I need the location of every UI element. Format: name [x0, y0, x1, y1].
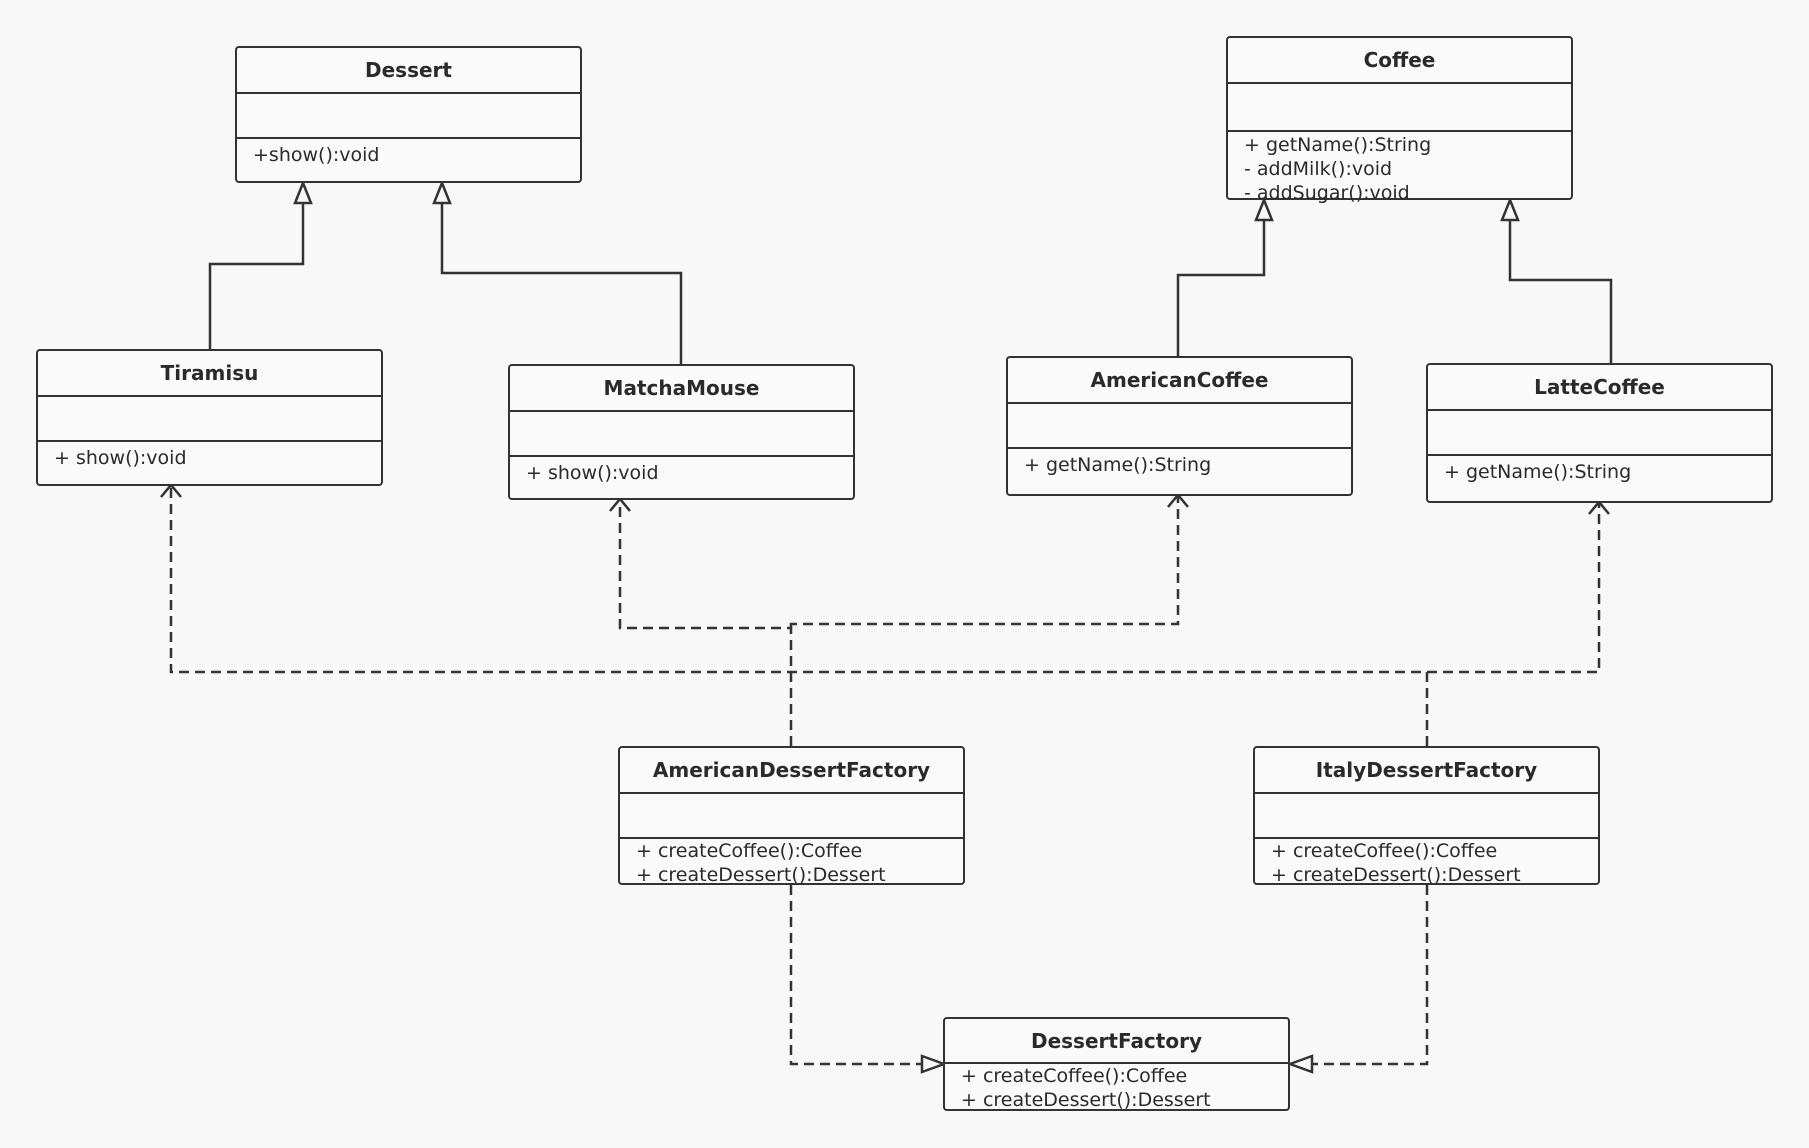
edge-italyfactory-lattecoffee — [1427, 503, 1601, 674]
method: + createDessert():Dessert — [1271, 864, 1521, 886]
class-matchamouse[interactable]: MatchaMouse + show():void — [508, 364, 855, 500]
method: + getName():String — [1024, 454, 1212, 476]
class-name: AmericanDessertFactory — [620, 748, 963, 794]
class-americandessertfactory[interactable]: AmericanDessertFactory + createCoffee():… — [618, 746, 965, 887]
edge-americanfactory-matchamouse — [618, 500, 793, 746]
edge-matchamouse-dessert — [440, 200, 683, 364]
arrowhead-realization-italy — [1286, 1054, 1314, 1074]
method: - addMilk():void — [1244, 158, 1393, 180]
method: + createDessert():Dessert — [636, 864, 886, 886]
edge-italyfactory-tiramisu — [169, 486, 1429, 746]
method: + show():void — [526, 462, 659, 484]
method: + createCoffee():Coffee — [636, 840, 863, 862]
method: - addSugar():void — [1244, 182, 1410, 204]
class-name: Dessert — [237, 48, 580, 94]
method: + createCoffee():Coffee — [1271, 840, 1498, 862]
class-americancoffee[interactable]: AmericanCoffee + getName():String — [1006, 356, 1353, 496]
arrowhead-inheritance-lattecoffee-coffee — [1500, 196, 1520, 222]
method: + createCoffee():Coffee — [961, 1065, 1188, 1087]
attributes-compartment — [237, 94, 580, 139]
edge-lattecoffee-coffee — [1508, 217, 1613, 363]
attributes-compartment — [1428, 411, 1771, 456]
class-dessert[interactable]: Dessert +show():void — [235, 46, 582, 183]
class-name: AmericanCoffee — [1008, 358, 1351, 404]
arrowhead-inheritance-americancoffee-coffee — [1254, 196, 1274, 222]
class-name: MatchaMouse — [510, 366, 853, 412]
class-italydessertfactory[interactable]: ItalyDessertFactory + createCoffee():Cof… — [1253, 746, 1600, 887]
class-name: Coffee — [1228, 38, 1571, 84]
methods-compartment: + show():void — [510, 457, 853, 485]
edge-americanfactory-americancoffee — [789, 496, 1180, 628]
class-coffee[interactable]: Coffee + getName():String - addMilk():vo… — [1226, 36, 1573, 204]
attributes-compartment — [620, 794, 963, 839]
method: + show():void — [54, 447, 187, 469]
methods-compartment: + getName():String — [1008, 449, 1351, 477]
edge-americancoffee-coffee — [1176, 217, 1266, 356]
class-name: Tiramisu — [38, 351, 381, 397]
arrowhead-inheritance-matchamouse-dessert — [432, 179, 452, 205]
method: + getName():String — [1244, 134, 1432, 156]
methods-compartment: + createCoffee():Coffee + createDessert(… — [945, 1064, 1288, 1112]
class-name: DessertFactory — [945, 1019, 1288, 1064]
methods-compartment: + getName():String — [1428, 456, 1771, 484]
arrowhead-inheritance-tiramisu-dessert — [293, 179, 313, 205]
edge-italyfactory-dessertfactory — [1312, 885, 1429, 1066]
arrowhead-realization-american — [920, 1054, 948, 1074]
method: + getName():String — [1444, 461, 1632, 483]
class-dessertfactory[interactable]: DessertFactory + createCoffee():Coffee +… — [943, 1017, 1290, 1111]
attributes-compartment — [510, 412, 853, 457]
class-name: LatteCoffee — [1428, 365, 1771, 411]
class-tiramisu[interactable]: Tiramisu + show():void — [36, 349, 383, 486]
methods-compartment: + createCoffee():Coffee + createDessert(… — [1255, 839, 1598, 887]
methods-compartment: + show():void — [38, 442, 381, 470]
methods-compartment: +show():void — [237, 139, 580, 167]
attributes-compartment — [1008, 404, 1351, 449]
class-lattecoffee[interactable]: LatteCoffee + getName():String — [1426, 363, 1773, 503]
methods-compartment: + createCoffee():Coffee + createDessert(… — [620, 839, 963, 887]
methods-compartment: + getName():String - addMilk():void - ad… — [1228, 132, 1571, 205]
edge-americanfactory-dessertfactory — [789, 885, 924, 1066]
method: +show():void — [253, 144, 380, 166]
class-name: ItalyDessertFactory — [1255, 748, 1598, 794]
attributes-compartment — [1228, 84, 1571, 132]
edge-tiramisu-dessert — [208, 200, 305, 349]
attributes-compartment — [1255, 794, 1598, 839]
attributes-compartment — [38, 397, 381, 442]
method: + createDessert():Dessert — [961, 1089, 1211, 1111]
